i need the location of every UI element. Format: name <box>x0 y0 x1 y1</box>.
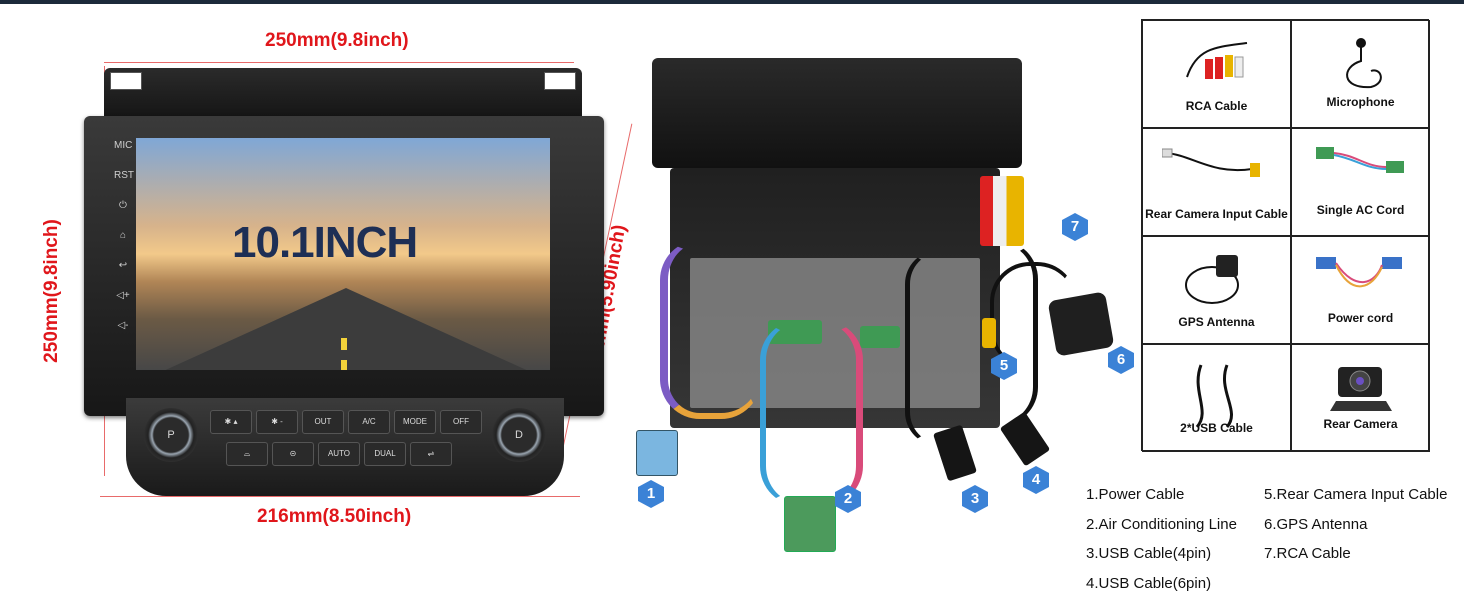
back-icon[interactable]: ↩ <box>118 260 128 271</box>
badge-3: 3 <box>962 485 988 513</box>
accessory-cell-power-cord: Power cord <box>1291 236 1430 344</box>
climate-buttons-row-1: ✱ ▴ ✱ - OUT A/C MODE OFF <box>210 410 482 434</box>
knob-left[interactable]: P <box>144 408 198 462</box>
volume-up-icon[interactable]: ◁+ <box>116 290 130 301</box>
ac-connector-green <box>784 496 836 552</box>
accessory-label: Power cord <box>1327 311 1394 325</box>
accessory-cell-rear-camera: Rear Camera <box>1291 344 1430 452</box>
road-marking <box>341 360 347 370</box>
display-screen: 10.1INCH <box>136 138 550 370</box>
camera-input-plug <box>982 318 996 348</box>
rear-camera-icon <box>1329 367 1392 411</box>
legend-item-4: 4.USB Cable(6pin) <box>1086 575 1212 592</box>
climate-control-panel: P D ✱ ▴ ✱ - OUT A/C MODE OFF ⌓ ⊝ AUTO DU… <box>126 398 564 496</box>
home-icon[interactable]: ⌂ <box>119 230 127 241</box>
fan-up-button[interactable]: ✱ ▴ <box>210 410 252 434</box>
accessory-cell-ac-cord: Single AC Cord <box>1291 128 1430 236</box>
accessory-label: 2*USB Cable <box>1180 421 1253 435</box>
power-cord-icon <box>1315 257 1402 288</box>
power-icon[interactable]: ⏻ <box>119 200 127 211</box>
wire-bundle-multicolor-2 <box>760 320 863 506</box>
accessory-cell-camera-input-cable: Rear Camera Input Cable <box>1142 128 1291 236</box>
accessory-label: Single AC Cord <box>1316 203 1405 217</box>
accessory-label: RCA Cable <box>1185 99 1248 113</box>
accessory-cell-microphone: Microphone <box>1291 20 1430 128</box>
head-unit-front: MIC RST ⏻ ⌂ ↩ ◁+ ◁- 10.1INCH P D ✱ ▴ ✱ -… <box>84 68 604 498</box>
fan-down-button[interactable]: ✱ - <box>256 410 298 434</box>
badge-6: 6 <box>1108 346 1134 374</box>
accessory-cell-rca-cable: RCA Cable <box>1142 20 1291 128</box>
rca-connectors <box>980 176 1024 246</box>
ac-cord-icon <box>1315 147 1404 173</box>
dual-button[interactable]: DUAL <box>364 442 406 466</box>
accessory-cell-gps-antenna: GPS Antenna <box>1142 236 1291 344</box>
accessory-grid: RCA Cable Microphone Rear Camera Input C… <box>1141 19 1430 452</box>
volume-down-icon[interactable]: ◁- <box>117 320 129 331</box>
dimension-top-width: 250mm(9.8inch) <box>265 30 409 51</box>
legend-item-1: 1.Power Cable <box>1086 486 1185 503</box>
auto-button[interactable]: AUTO <box>318 442 360 466</box>
mic-label: MIC <box>114 140 133 151</box>
accessory-label: Rear Camera <box>1323 417 1398 431</box>
legend-item-2: 2.Air Conditioning Line <box>1086 516 1237 533</box>
accessory-label: GPS Antenna <box>1178 315 1255 329</box>
wire-bundle-multicolor <box>660 240 761 419</box>
reset-label: RST <box>114 170 134 181</box>
out-button[interactable]: OUT <box>302 410 344 434</box>
off-button[interactable]: OFF <box>440 410 482 434</box>
accessory-cell-usb-cable: 2*USB Cable <box>1142 344 1291 452</box>
camera-input-cable-icon <box>1161 148 1260 177</box>
gps-antenna-module <box>1047 291 1115 357</box>
rear-bracket <box>652 58 1022 168</box>
legend-item-6: 6.GPS Antenna <box>1264 516 1368 533</box>
climate-buttons-row-2: ⌓ ⊝ AUTO DUAL ⇌ <box>226 442 452 466</box>
top-border <box>0 0 1464 4</box>
gps-antenna-icon <box>1184 255 1239 304</box>
green-harness-connector-2 <box>860 326 900 348</box>
usb-cable-4pin <box>905 250 973 446</box>
legend-item-3: 3.USB Cable(4pin) <box>1086 545 1212 562</box>
legend-item-5: 5.Rear Camera Input Cable <box>1264 486 1448 503</box>
recirculate-button[interactable]: ⇌ <box>410 442 452 466</box>
mounting-bracket <box>104 68 582 120</box>
usb-cable-6pin <box>960 240 1038 426</box>
mode-button[interactable]: MODE <box>394 410 436 434</box>
dimension-line-top <box>104 62 574 63</box>
gps-cable <box>990 262 1077 369</box>
rca-cable-icon <box>1185 42 1247 79</box>
screen-size-headline: 10.1INCH <box>232 218 418 267</box>
defrost-rear-button[interactable]: ⊝ <box>272 442 314 466</box>
usb-cable-icon <box>1195 364 1233 428</box>
dimension-line-bottom <box>100 496 580 497</box>
bracket-tab-right <box>544 72 576 90</box>
side-button-column: MIC RST ⏻ ⌂ ↩ ◁+ ◁- <box>114 140 134 370</box>
badge-4: 4 <box>1023 466 1049 494</box>
microphone-icon <box>1345 38 1382 89</box>
accessory-label: Microphone <box>1326 95 1395 109</box>
accessory-label: Rear Camera Input Cable <box>1145 207 1288 221</box>
dimension-bottom-width: 216mm(8.50inch) <box>257 506 412 527</box>
bracket-tab-left <box>110 72 142 90</box>
dimension-left-height: 250mm(9.8inch) <box>40 219 62 363</box>
defrost-front-button[interactable]: ⌓ <box>226 442 268 466</box>
ac-button[interactable]: A/C <box>348 410 390 434</box>
badge-1: 1 <box>638 480 664 508</box>
power-connector-blue <box>636 430 678 476</box>
knob-right[interactable]: D <box>492 408 546 462</box>
legend-item-7: 7.RCA Cable <box>1264 545 1351 562</box>
road-marking <box>341 338 347 350</box>
road-image <box>148 288 544 370</box>
badge-7: 7 <box>1062 213 1088 241</box>
